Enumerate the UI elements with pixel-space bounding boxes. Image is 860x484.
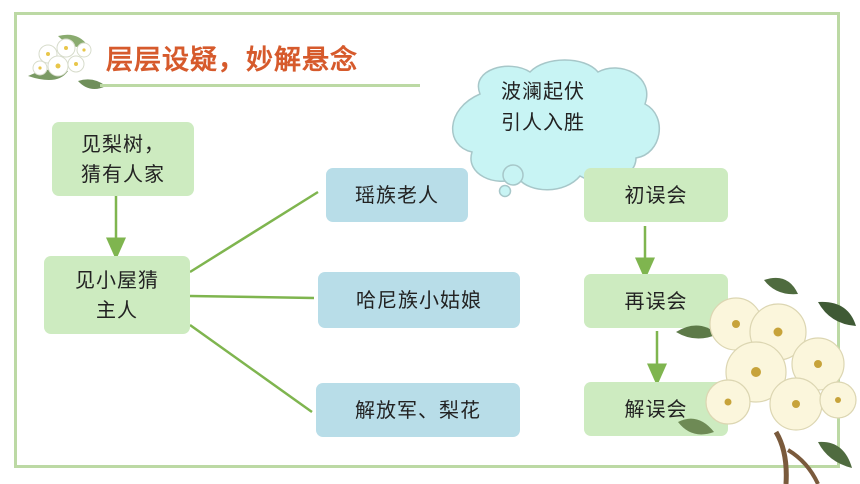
box-see-pear-tree-line-1: 见梨树， [81, 132, 165, 156]
slide-frame [14, 12, 840, 468]
title-underline [100, 84, 420, 87]
bubble-text: 波澜起伏 引人入胜 [468, 76, 618, 138]
bubble-line-2: 引人入胜 [501, 110, 585, 134]
box-yao-elder: 瑶族老人 [326, 168, 468, 222]
page-title: 层层设疑，妙解悬念 [106, 45, 358, 76]
box-hani-girl: 哈尼族小姑娘 [318, 272, 520, 328]
box-pla-pear-blossom: 解放军、梨花 [316, 383, 520, 437]
box-see-hut-line-1: 见小屋猜 [75, 268, 159, 292]
box-see-hut-line-2: 主人 [96, 298, 138, 322]
box-see-hut: 见小屋猜 主人 [44, 256, 190, 334]
box-see-pear-tree: 见梨树， 猜有人家 [52, 122, 194, 196]
box-see-pear-tree-line-2: 猜有人家 [81, 162, 165, 186]
flower-decoration-icon [28, 34, 106, 90]
thought-bubble [451, 59, 661, 198]
box-second-misunderstanding: 再误会 [584, 274, 728, 328]
bubble-line-1: 波澜起伏 [501, 79, 585, 103]
box-first-misunderstanding: 初误会 [584, 168, 728, 222]
flower-cluster-icon [676, 277, 857, 484]
